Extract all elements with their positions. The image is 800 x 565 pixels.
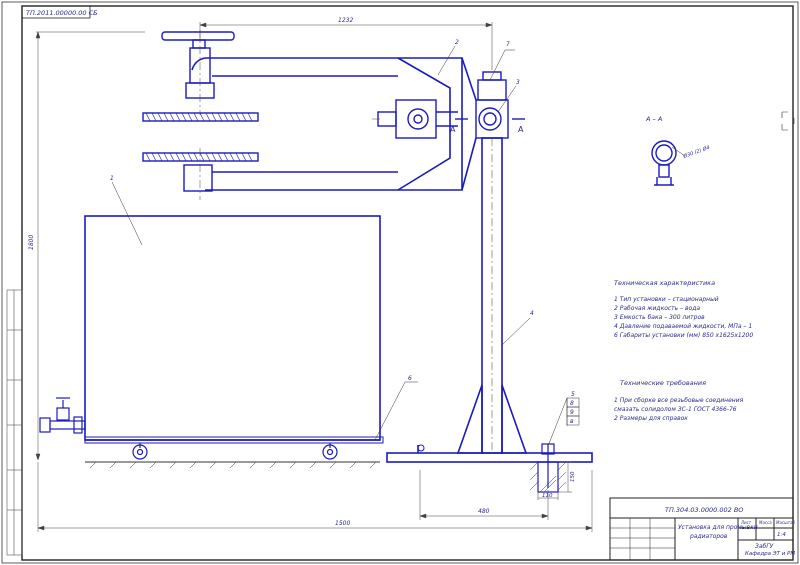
callout-5: 5 bbox=[571, 391, 575, 398]
callout-4: 4 bbox=[530, 310, 534, 317]
anchor-hatch bbox=[529, 461, 567, 493]
title-scale-value: 1:4 bbox=[777, 532, 786, 538]
dimension-left bbox=[35, 31, 145, 461]
dim-anchor-height: 150 bbox=[570, 471, 576, 482]
upper-spindle bbox=[161, 30, 235, 115]
dim-anchor-width: 110 bbox=[542, 493, 553, 499]
spec-line-1: 1 Тип установки – стационарный bbox=[614, 296, 719, 303]
lower-spindle bbox=[183, 148, 213, 200]
inner-frame bbox=[21, 5, 794, 561]
leader-6 bbox=[374, 381, 406, 441]
dimension-anchor bbox=[537, 461, 572, 500]
upper-brush-teeth bbox=[145, 112, 253, 122]
title-org-1: ЗабГУ bbox=[755, 543, 774, 550]
left-binding-strip bbox=[6, 289, 23, 556]
dimension-bottom-base bbox=[419, 470, 549, 520]
spec-line-3: 3 Емкость бака – 300 литров bbox=[614, 314, 705, 321]
spec-line-4: 4 Давление подаваемой жидкости, МПа – 1 bbox=[614, 323, 752, 330]
tank bbox=[84, 215, 384, 444]
top-left-stamp: ТП.2011.00000.00 СБ bbox=[21, 5, 98, 19]
leader-1 bbox=[111, 181, 143, 246]
dim-top-label: 1232 bbox=[338, 17, 353, 24]
wheel-left bbox=[132, 443, 148, 460]
dim-left-label: 1800 bbox=[28, 235, 35, 250]
dimension-top bbox=[199, 22, 493, 70]
nozzle-assembly bbox=[372, 99, 458, 139]
column-head-leaders bbox=[489, 49, 517, 113]
callout-3: 3 bbox=[516, 79, 520, 86]
lower-arm bbox=[205, 171, 398, 191]
callout-2: 2 bbox=[455, 39, 459, 46]
cut-marker-right: A bbox=[518, 125, 524, 134]
callout-7: 7 bbox=[506, 41, 510, 48]
title-name-2: радиаторов bbox=[689, 533, 728, 540]
callout-stack-right bbox=[547, 397, 580, 447]
callout-8: 8 bbox=[570, 400, 574, 407]
title-scale-label: Масштаб bbox=[776, 520, 796, 525]
title-sheet-label: Лист bbox=[740, 520, 752, 525]
spec-line-5: 6 Габариты установки (мм) 850 х1625х1200 bbox=[614, 332, 753, 339]
callout-1: 1 bbox=[110, 175, 114, 182]
req-title: Технические требования bbox=[620, 379, 706, 387]
wheel-right bbox=[322, 443, 338, 460]
title-org-2: Кафедра ЭТ и РМ bbox=[745, 551, 795, 557]
corner-mark bbox=[781, 111, 795, 131]
req-line-2: смазать солидолом ЗС-1 ГОСТ 4366-76 bbox=[614, 406, 737, 413]
leader-2 bbox=[437, 45, 456, 76]
callout-9b: в bbox=[570, 418, 574, 425]
floor-hatch bbox=[89, 461, 377, 469]
column-head bbox=[475, 71, 509, 139]
req-line-3: 2 Размеры для справок bbox=[614, 415, 688, 422]
dimension-bottom-total bbox=[37, 462, 593, 532]
dim-bottom-base-label: 480 bbox=[478, 508, 490, 515]
callout-9: 9 bbox=[570, 409, 574, 416]
section-label: A – A bbox=[645, 115, 662, 123]
lower-brush bbox=[142, 152, 259, 162]
title-name-1: Установка для промывки bbox=[678, 524, 758, 531]
drain-valve bbox=[39, 397, 86, 434]
title-block bbox=[609, 497, 794, 561]
req-line-1: 1 При сборке все резьбовые соединения bbox=[614, 397, 744, 404]
section-callout: Ø30 (2) Ø4 bbox=[681, 144, 710, 160]
lower-brush-teeth bbox=[145, 152, 253, 162]
boom-bracket bbox=[397, 57, 477, 191]
stand-column bbox=[456, 137, 528, 454]
leader-4 bbox=[501, 317, 531, 346]
section-detail bbox=[651, 140, 677, 186]
title-mass-label: Масса bbox=[759, 520, 772, 525]
title-code: ТП.304.03.0000.002 ВО bbox=[665, 506, 743, 514]
cut-marker-left: A bbox=[450, 125, 456, 134]
upper-brush bbox=[142, 112, 259, 122]
callout-6: 6 bbox=[408, 375, 412, 382]
specs-title: Техническая характеристика bbox=[614, 279, 715, 287]
dim-bottom-total-label: 1500 bbox=[335, 520, 350, 527]
spec-line-2: 2 Рабочая жидкость – вода bbox=[614, 305, 700, 312]
upper-arm bbox=[191, 57, 398, 77]
anchor-bolt bbox=[537, 443, 559, 493]
section-leader bbox=[671, 146, 686, 157]
stamp-text: ТП.2011.00000.00 СБ bbox=[26, 9, 98, 17]
